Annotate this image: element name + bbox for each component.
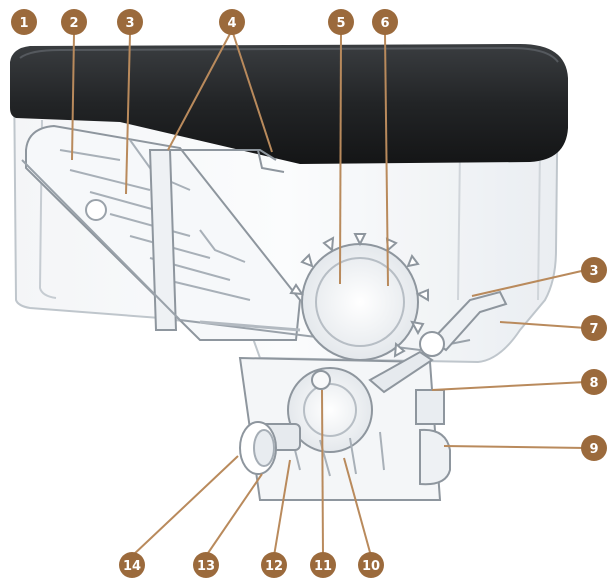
callout-number: 8: [589, 376, 598, 391]
callout-badge-5: 5: [328, 9, 354, 35]
front-wheel: [240, 422, 276, 474]
callout-number: 2: [69, 16, 78, 31]
callout-number: 13: [197, 559, 215, 574]
center-pin: [312, 371, 330, 389]
callout-badge-1: 1: [11, 9, 37, 35]
callout-badge-11: 11: [310, 552, 336, 578]
callout-badge-6: 6: [372, 9, 398, 35]
side-knob: [420, 430, 450, 484]
callout-number: 6: [380, 16, 389, 31]
callout-number: 10: [362, 559, 380, 574]
mount-bracket: [416, 390, 444, 424]
callout-number: 12: [265, 559, 283, 574]
callout-number: 7: [589, 322, 598, 337]
lower-mechanism: [240, 352, 450, 500]
callout-badge-12: 12: [261, 552, 287, 578]
callout-number: 3: [125, 16, 134, 31]
callout-badge-3: 3: [117, 9, 143, 35]
left-pivot: [86, 200, 106, 220]
callout-badge-10: 10: [358, 552, 384, 578]
callout-badge-3b: 3: [581, 257, 607, 283]
callout-number: 14: [123, 559, 141, 574]
callout-badge-14: 14: [119, 552, 145, 578]
callout-number: 9: [589, 442, 598, 457]
callout-badge-7: 7: [581, 315, 607, 341]
callout-badge-4: 4: [219, 9, 245, 35]
callout-number: 1: [19, 16, 28, 31]
callout-number: 11: [314, 559, 332, 574]
callout-number: 3: [589, 264, 598, 279]
callout-badge-8: 8: [581, 369, 607, 395]
callout-badge-2: 2: [61, 9, 87, 35]
callout-badge-9: 9: [581, 435, 607, 461]
callout-badge-13: 13: [193, 552, 219, 578]
callout-number: 4: [227, 16, 236, 31]
callout-number: 5: [336, 16, 345, 31]
